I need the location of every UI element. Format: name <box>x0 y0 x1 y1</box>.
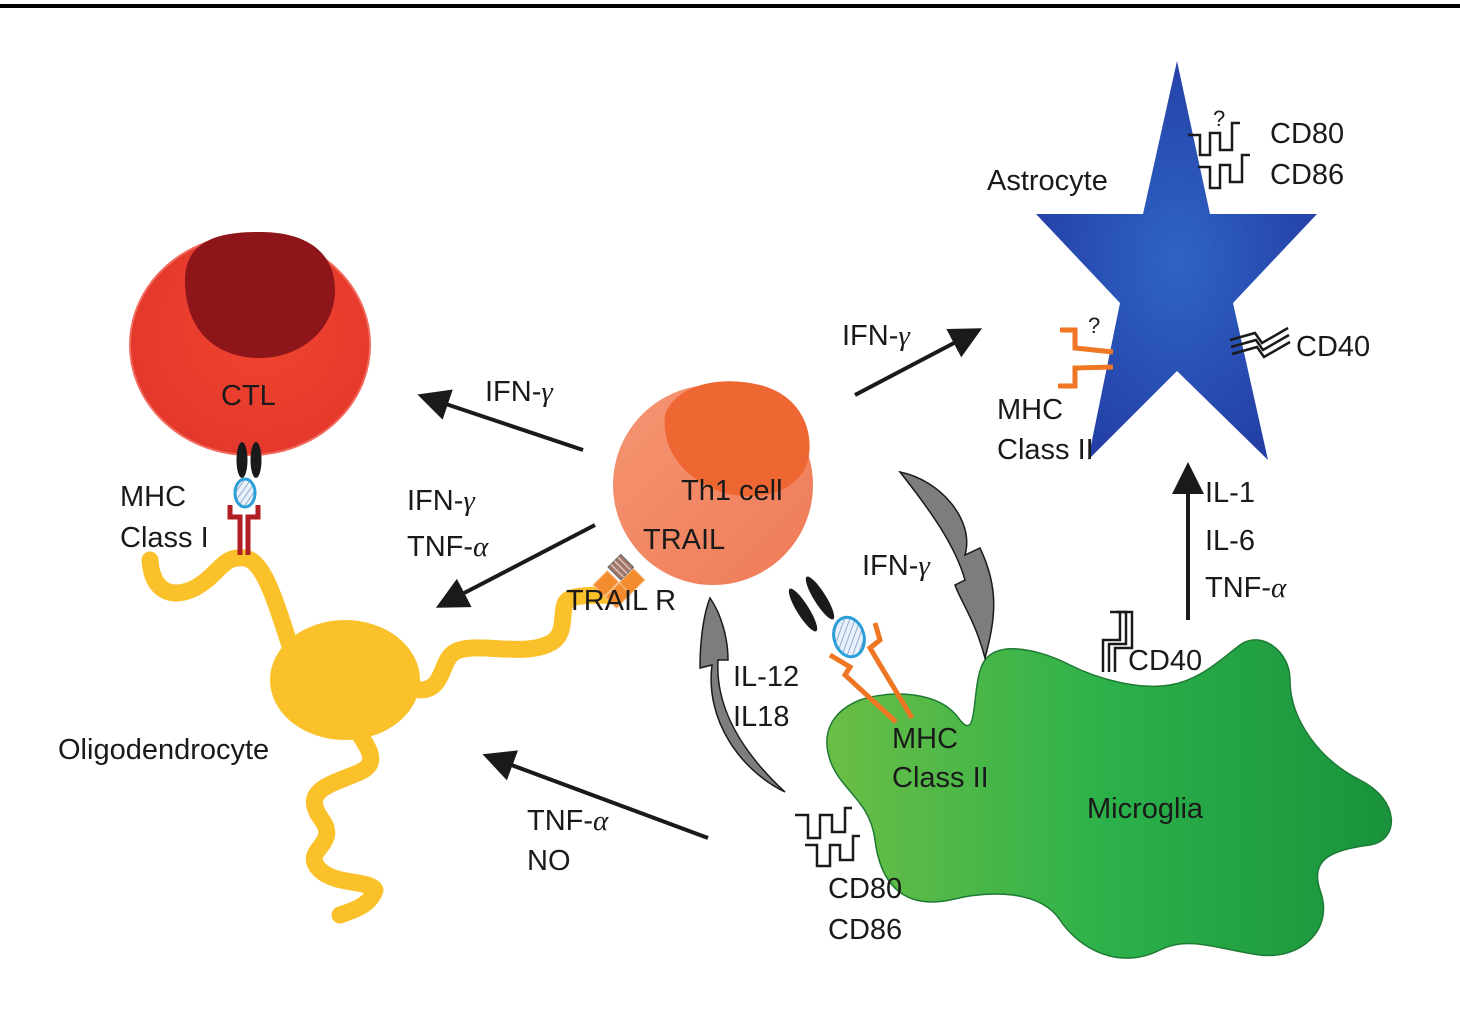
microglia-cd40-label: CD40 <box>1128 645 1202 677</box>
oligodendrocyte-process-upper-left <box>141 549 309 684</box>
astrocyte-cell: Astrocyte <box>987 61 1317 460</box>
ctl-nucleus <box>185 232 335 358</box>
arrow-microglia-to-oligodendrocyte <box>482 750 709 840</box>
ctl-tcr-mhc-class-i-complex <box>227 442 262 555</box>
curved-arrow-th1-to-microglia <box>898 470 995 661</box>
microglia-mhc-label-line2: Class II <box>892 762 989 794</box>
microglia-cell: Microglia <box>826 639 1393 959</box>
th1-tcr-microglia-mhc-ii-complex <box>788 576 915 724</box>
microglia-cd40-receptor <box>1101 610 1134 672</box>
ctl-mhc-label-line1: MHC <box>120 481 186 513</box>
microglia-cd80-cd86-receptors <box>795 806 860 868</box>
mhc-class-ii-alpha <box>828 652 898 724</box>
astrocyte-mhc-label-line1: MHC <box>997 394 1063 426</box>
arrow-th1-to-ctl <box>417 389 584 452</box>
microglia-body <box>826 639 1393 959</box>
microglia-to-astro-cytokine-line2: IL-6 <box>1205 525 1255 557</box>
microglia-mhc-label-line1: MHC <box>892 723 958 755</box>
microglia-cd80-label: CD80 <box>828 873 902 905</box>
microglia-to-astro-cytokine-line3: TNF-α <box>1205 572 1287 604</box>
astrocyte-star-body <box>1036 61 1317 460</box>
microglia-label: Microglia <box>1087 793 1204 825</box>
microglia-to-astro-cytokine-line1: IL-1 <box>1205 477 1255 509</box>
microglia-to-oligo-cytokine-line2: NO <box>527 845 571 877</box>
tcr-chain-alpha <box>236 442 248 478</box>
astrocyte-cd86-label: CD86 <box>1270 159 1344 191</box>
astrocyte-mhc-class-ii <box>1058 327 1114 389</box>
top-border-rule <box>0 4 1460 8</box>
oligodendrocyte-soma <box>270 620 420 740</box>
trail-receptor-block-3 <box>618 567 646 595</box>
microglia-to-th1-cytokine-line1: IL-12 <box>733 661 799 693</box>
antigen-peptide <box>832 615 866 659</box>
ctl-cell: CTL <box>129 232 371 456</box>
th1-cell: Th1 cell TRAIL <box>613 381 813 585</box>
tcr-chain-alpha <box>788 588 818 632</box>
th1-nucleus <box>664 381 810 497</box>
th1-to-microglia-cytokine-label: IFN-γ <box>862 550 931 582</box>
mhc-class-ii-beta <box>866 622 915 720</box>
microglia-cd86-label: CD86 <box>828 914 902 946</box>
th1-to-ctl-cytokine-label: IFN-γ <box>485 376 554 408</box>
curved-arrow-microglia-to-th1 <box>699 596 786 793</box>
arrow-th1-to-astrocyte <box>854 328 983 397</box>
astrocyte-cd80-cd86-receptors <box>1188 121 1250 190</box>
astrocyte-cd-uncertain-mark: ? <box>1213 106 1225 131</box>
trail-trail-receptor-complex <box>592 553 646 609</box>
th1-to-oligo-cytokine-line1: IFN-γ <box>407 485 476 517</box>
trail-receptor-block-1 <box>592 570 620 597</box>
tcr-chain-beta <box>805 576 835 620</box>
ctl-label: CTL <box>221 380 276 412</box>
astrocyte-cd80-label: CD80 <box>1270 118 1344 150</box>
ctl-mhc-label-line2: Class I <box>120 522 209 554</box>
microglia-to-th1-cytokine-line2: IL18 <box>733 701 789 733</box>
mhc-class-i-molecule <box>227 505 261 555</box>
microglia-to-oligo-cytokine-line1: TNF-α <box>527 805 609 837</box>
arrow-th1-to-oligodendrocyte <box>435 523 596 608</box>
tcr-chain-beta <box>250 442 262 478</box>
astrocyte-cd40-label: CD40 <box>1296 331 1370 363</box>
oligodendrocyte-label: Oligodendrocyte <box>58 734 269 766</box>
th1-to-oligo-cytokine-line2: TNF-α <box>407 531 489 563</box>
oligodendrocyte-process-lower <box>305 709 384 924</box>
trail-label: TRAIL <box>643 524 725 556</box>
antigen-peptide <box>233 477 257 509</box>
oligodendrocyte-process-right <box>411 586 619 699</box>
oligodendrocyte-cell <box>141 549 619 924</box>
astrocyte-cd40-receptor <box>1229 326 1291 359</box>
astrocyte-mhc-uncertain-mark: ? <box>1088 313 1100 338</box>
astrocyte-label: Astrocyte <box>987 165 1108 197</box>
th1-cell-label: Th1 cell <box>681 475 783 507</box>
astrocyte-mhc-label-line2: Class II <box>997 434 1094 466</box>
th1-to-astro-cytokine-label: IFN-γ <box>842 320 911 352</box>
trail-r-label: TRAIL R <box>566 585 676 617</box>
